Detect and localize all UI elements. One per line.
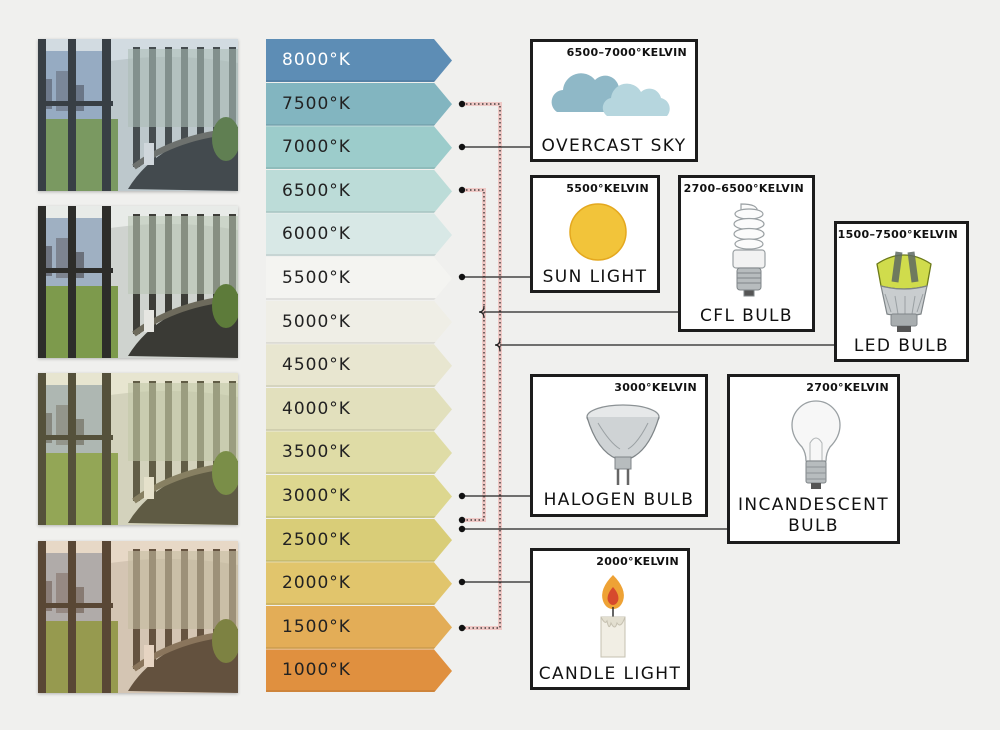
- incandescent-name-line2: BULB: [788, 516, 839, 536]
- led-kelvin: 1500–7500°KELVIN: [837, 228, 958, 241]
- kelvin-band-label: 8000°K: [282, 50, 351, 70]
- kelvin-band: 7000°K: [266, 126, 452, 170]
- room-photo-warm: [38, 373, 238, 525]
- kelvin-band-label: 2000°K: [282, 573, 351, 594]
- kelvin-scale: 8000°K 7500°K 7000°K 6500°K 6000°K 5500°K 5000…: [266, 39, 456, 693]
- kelvin-band-label: 3500°K: [282, 442, 351, 463]
- room-photo-very-warm: [38, 541, 238, 693]
- halogen-kelvin: 3000°KELVIN: [614, 381, 697, 394]
- kelvin-band-label: 2500°K: [282, 529, 351, 550]
- kelvin-band-label: 4000°K: [282, 398, 351, 419]
- overcast-name: OVERCAST SKY: [541, 136, 687, 156]
- incandescent-name-line1: INCANDESCENT: [737, 495, 890, 515]
- sun-name: SUN LIGHT: [542, 267, 648, 287]
- kelvin-band: 5000°K: [266, 300, 452, 344]
- card-candle-light: 2000°KELVIN CANDLE LIGHT: [530, 548, 690, 690]
- kelvin-band: 8000°K: [266, 39, 452, 83]
- kelvin-band: 6500°K: [266, 169, 452, 213]
- kelvin-band: 1000°K: [266, 649, 452, 693]
- room-photo-cool: [38, 39, 238, 191]
- card-sun-light: 5500°KELVIN SUN LIGHT: [530, 175, 660, 293]
- card-overcast-sky: 6500–7000°KELVIN OVERCAST SKY: [530, 39, 698, 162]
- incandescent-bulb-icon: [791, 400, 841, 489]
- cloud-icon: [551, 73, 670, 116]
- kelvin-band: 6000°K: [266, 213, 452, 257]
- kelvin-band: 7500°K: [266, 82, 452, 126]
- kelvin-band: 4500°K: [266, 344, 452, 388]
- kelvin-band-label: 7000°K: [282, 137, 351, 158]
- cfl-bulb-icon: [732, 203, 766, 297]
- card-incandescent-bulb: 2700°KELVIN INCANDESCENT BULB: [727, 374, 900, 544]
- kelvin-band-label: 3000°K: [282, 486, 351, 506]
- room-photo-neutral: [38, 206, 238, 358]
- card-cfl-bulb: 2700–6500°KELVIN CFL BULB: [678, 175, 815, 332]
- kelvin-band-label: 6500°K: [282, 180, 351, 201]
- kelvin-band-label: 5000°K: [282, 311, 351, 332]
- cfl-kelvin: 2700–6500°KELVIN: [683, 182, 804, 195]
- sun-kelvin: 5500°KELVIN: [566, 182, 649, 195]
- sun-icon: [569, 203, 627, 261]
- kelvin-band-label: 1500°K: [282, 616, 351, 637]
- candle-name: CANDLE LIGHT: [538, 664, 682, 684]
- overcast-kelvin: 6500–7000°KELVIN: [566, 46, 687, 59]
- kelvin-band-label: 7500°K: [282, 93, 351, 114]
- kelvin-band: 1500°K: [266, 605, 452, 649]
- kelvin-band: 3000°K: [266, 475, 452, 519]
- kelvin-band-label: 6000°K: [282, 224, 351, 245]
- led-name: LED BULB: [853, 336, 950, 356]
- kelvin-band: 2500°K: [266, 518, 452, 562]
- kelvin-band-label: 4500°K: [282, 355, 351, 376]
- kelvin-band-label: 1000°K: [282, 660, 351, 681]
- candle-icon: [600, 575, 626, 658]
- card-led-bulb: 1500–7500°KELVIN LED BULB: [834, 221, 969, 362]
- candle-kelvin: 2000°KELVIN: [596, 555, 679, 568]
- kelvin-band: 3500°K: [266, 431, 452, 475]
- led-bulb-icon: [876, 251, 932, 332]
- incandescent-kelvin: 2700°KELVIN: [806, 381, 889, 394]
- kelvin-band-label: 5500°K: [282, 268, 351, 288]
- halogen-name: HALOGEN BULB: [543, 490, 695, 510]
- cfl-name: CFL BULB: [700, 306, 793, 326]
- kelvin-band: 4000°K: [266, 387, 452, 431]
- halogen-bulb-icon: [586, 404, 660, 485]
- kelvin-band: 5500°K: [266, 257, 452, 301]
- kelvin-band: 2000°K: [266, 562, 452, 606]
- card-halogen-bulb: 3000°KELVIN HALOGEN BULB: [530, 374, 708, 517]
